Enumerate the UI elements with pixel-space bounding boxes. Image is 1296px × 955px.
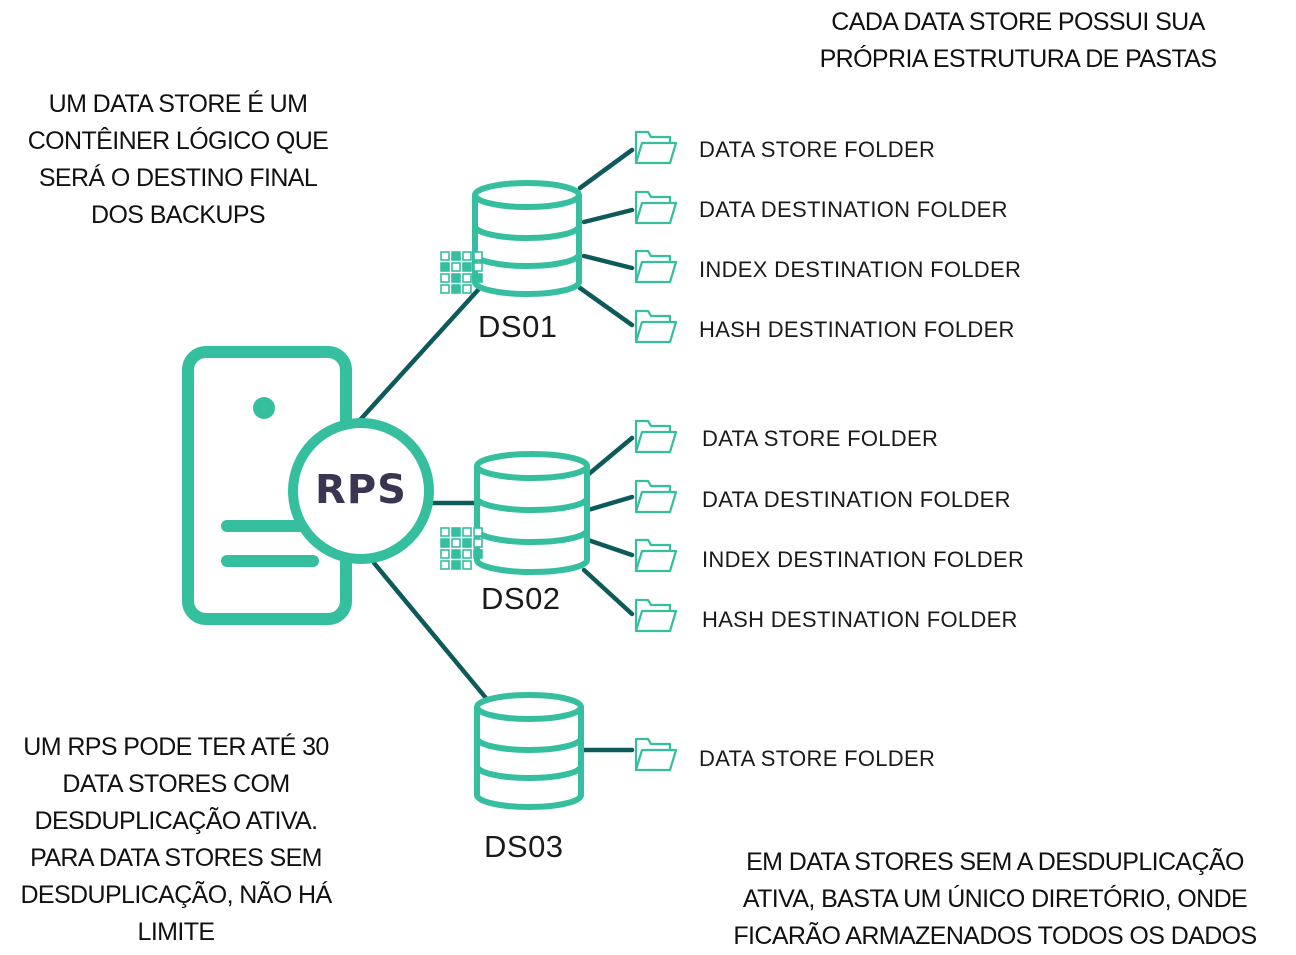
folder-icon bbox=[634, 419, 678, 454]
note-line: UM RPS PODE TER ATÉ 30 bbox=[23, 733, 329, 761]
connector-line bbox=[577, 147, 635, 191]
datastore-label-ds02: DS02 bbox=[481, 581, 561, 616]
connector-line bbox=[581, 253, 635, 271]
note-line: DATA STORES COM bbox=[62, 770, 290, 798]
note-line: DESDUPLICAÇÃO, NÃO HÁ bbox=[20, 881, 332, 909]
folder-label: INDEX DESTINATION FOLDER bbox=[699, 257, 1022, 282]
grid-cell bbox=[462, 251, 472, 261]
grid-cell bbox=[451, 273, 461, 283]
rps-node bbox=[288, 418, 434, 564]
grid-cell bbox=[473, 262, 483, 272]
folder-label: DATA DESTINATION FOLDER bbox=[702, 487, 1011, 512]
grid-cell bbox=[440, 527, 450, 537]
note-line: EM DATA STORES SEM A DESDUPLICAÇÃO bbox=[746, 848, 1244, 876]
grid-cell bbox=[462, 527, 472, 537]
folder-label: DATA STORE FOLDER bbox=[699, 746, 936, 771]
dedup-grid-icon bbox=[440, 251, 483, 294]
connector-line bbox=[581, 435, 635, 481]
connector-line bbox=[581, 567, 635, 617]
note-no-dedup: EM DATA STORES SEM A DESDUPLICAÇÃO ATIVA… bbox=[700, 844, 1290, 955]
folder-label: DATA STORE FOLDER bbox=[699, 137, 936, 162]
datastore-label-ds03: DS03 bbox=[484, 829, 564, 864]
note-line: LIMITE bbox=[137, 918, 216, 946]
dedup-grid-icon bbox=[440, 527, 483, 570]
grid-cell bbox=[473, 538, 483, 548]
folder-icon bbox=[634, 538, 678, 573]
note-line: DESDUPLICAÇÃO ATIVA. bbox=[34, 807, 319, 835]
database-icon bbox=[474, 451, 590, 575]
folder-icon bbox=[634, 190, 678, 225]
grid-cell bbox=[451, 262, 461, 272]
grid-cell bbox=[473, 273, 483, 283]
grid-cell bbox=[440, 262, 450, 272]
note-line: PRÓPRIA ESTRUTURA DE PASTAS bbox=[819, 45, 1217, 73]
note-folder-structure: CADA DATA STORE POSSUI SUA PRÓPRIA ESTRU… bbox=[808, 4, 1228, 78]
grid-cell bbox=[462, 538, 472, 548]
grid-cell bbox=[473, 549, 483, 559]
grid-cell bbox=[473, 527, 483, 537]
rps-label: RPS bbox=[315, 467, 407, 513]
note-line: CADA DATA STORE POSSUI SUA bbox=[831, 8, 1205, 36]
grid-cell bbox=[451, 538, 461, 548]
connector-line bbox=[577, 285, 635, 328]
note-line: FICARÃO ARMAZENADOS TODOS OS DADOS bbox=[733, 922, 1257, 950]
folder-label: HASH DESTINATION FOLDER bbox=[702, 607, 1018, 632]
database-icon bbox=[472, 180, 582, 297]
grid-cell bbox=[462, 262, 472, 272]
note-line: SERÁ O DESTINO FINAL bbox=[38, 164, 318, 192]
folder-label: DATA DESTINATION FOLDER bbox=[699, 197, 1008, 222]
note-line: UM DATA STORE É UM bbox=[48, 90, 308, 118]
connector-line bbox=[585, 494, 635, 513]
connector-line bbox=[581, 207, 635, 225]
note-line: ATIVA, BASTA UM ÚNICO DIRETÓRIO, ONDE bbox=[742, 885, 1248, 913]
folder-icon bbox=[634, 479, 678, 514]
folder-icon bbox=[634, 130, 678, 165]
folder-label: INDEX DESTINATION FOLDER bbox=[702, 547, 1025, 572]
database-icon bbox=[474, 692, 584, 810]
connector-line bbox=[357, 287, 481, 423]
folder-icon bbox=[634, 309, 678, 344]
grid-cell bbox=[440, 273, 450, 283]
grid-cell bbox=[451, 560, 461, 570]
grid-cell bbox=[473, 251, 483, 261]
grid-cell bbox=[462, 273, 472, 283]
folder-icon bbox=[634, 249, 678, 284]
grid-cell bbox=[451, 284, 461, 294]
folder-icon bbox=[634, 737, 678, 772]
note-line: CONTÊINER LÓGICO QUE bbox=[27, 127, 329, 155]
connector-line bbox=[371, 560, 503, 718]
folder-icon bbox=[634, 598, 678, 633]
grid-cell bbox=[462, 549, 472, 559]
grid-cell bbox=[440, 538, 450, 548]
folder-label: DATA STORE FOLDER bbox=[702, 426, 939, 451]
grid-cell bbox=[440, 284, 450, 294]
note-datastore-definition: UM DATA STORE É UM CONTÊINER LÓGICO QUE … bbox=[18, 86, 338, 234]
grid-cell bbox=[440, 560, 450, 570]
note-line: DOS BACKUPS bbox=[90, 201, 266, 229]
grid-cell bbox=[462, 560, 472, 570]
grid-cell bbox=[440, 251, 450, 261]
connector-line bbox=[585, 537, 635, 558]
grid-cell bbox=[451, 549, 461, 559]
note-line: PARA DATA STORES SEM bbox=[30, 844, 322, 872]
note-rps-limit: UM RPS PODE TER ATÉ 30 DATA STORES COM D… bbox=[6, 729, 346, 951]
folder-label: HASH DESTINATION FOLDER bbox=[699, 317, 1015, 342]
grid-cell bbox=[462, 284, 472, 294]
datastore-label-ds01: DS01 bbox=[478, 309, 558, 344]
grid-cell bbox=[451, 251, 461, 261]
grid-cell bbox=[451, 527, 461, 537]
grid-cell bbox=[440, 549, 450, 559]
